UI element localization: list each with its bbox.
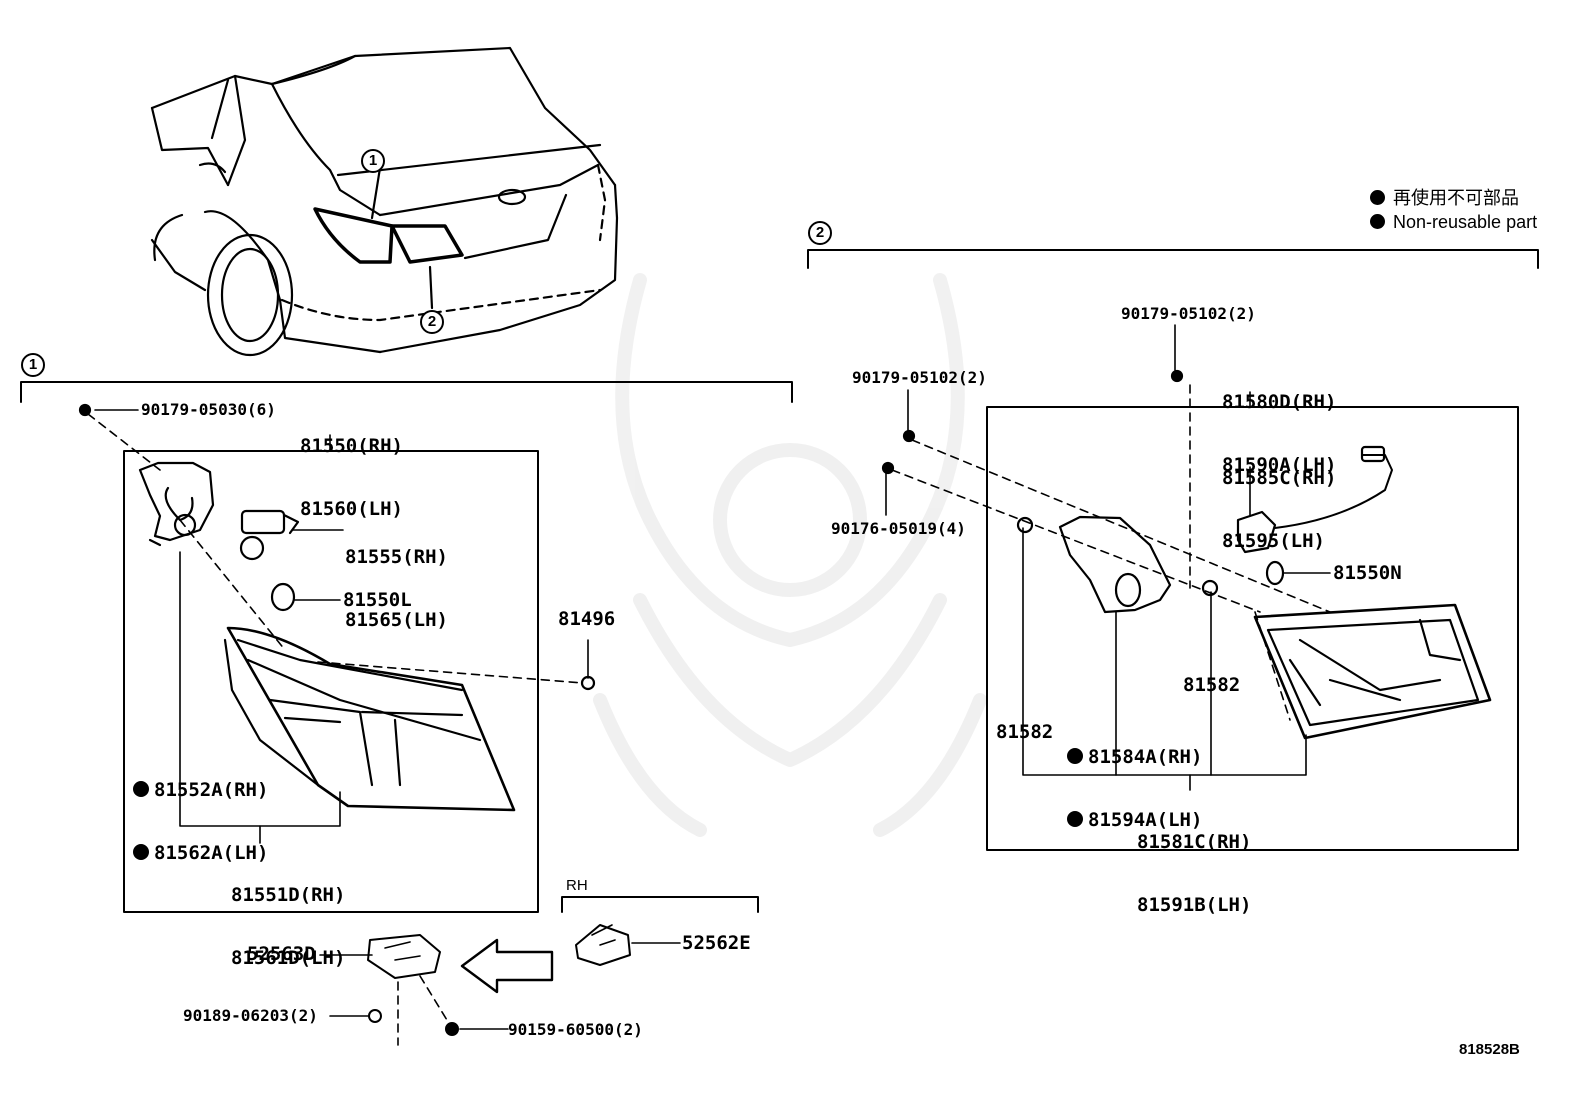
part-number: 81552A(RH) — [154, 779, 269, 801]
label-clip: 81496 — [558, 608, 616, 630]
non-reusable-dot-icon — [1370, 214, 1385, 229]
part-number: 81550(RH) — [300, 435, 403, 457]
car-sketch — [150, 46, 619, 357]
part-number: 81591B(LH) — [1137, 894, 1252, 916]
part-number: 81551D(RH) — [231, 884, 346, 906]
part-number: 81562A(LH) — [154, 842, 269, 864]
label-cushion-left: 81582 — [996, 721, 1054, 743]
section1-frame — [20, 381, 793, 913]
legend-en-row: Non-reusable part — [1370, 210, 1537, 234]
label-52563D: 52563D — [247, 943, 316, 965]
part-number-row: 81584A(RH) — [1067, 747, 1202, 768]
diagram-code: 818528B — [1459, 1041, 1520, 1058]
callout-1-car: 1 — [361, 149, 385, 173]
section1-leaders — [94, 409, 589, 844]
legend-en: Non-reusable part — [1393, 212, 1538, 232]
part-number: 81590A(LH) — [1222, 454, 1337, 476]
part-number-row: 81562A(LH) — [133, 843, 268, 864]
label-gasket-2: 81584A(RH) 81594A(LH) — [1067, 705, 1202, 852]
part-number: 81595(LH) — [1222, 530, 1325, 552]
label-rh: RH — [566, 877, 588, 894]
label-bulb-2: 81550N — [1333, 562, 1402, 584]
callout-2-car: 2 — [420, 310, 444, 334]
callout-1-section: 1 — [21, 353, 45, 377]
part-number: 81594A(LH) — [1088, 809, 1203, 831]
label-lens-2: 81581C(RH) 81591B(LH) — [1137, 790, 1251, 937]
legend: 再使用不可部品 Non-reusable part — [1370, 186, 1537, 234]
non-reusable-dot-icon — [1370, 190, 1385, 205]
part-number: 81580D(RH) — [1222, 391, 1337, 413]
label-90179-05030: 90179-05030(6) — [141, 400, 276, 419]
part-number-row: 81594A(LH) — [1067, 810, 1202, 831]
section2-parts — [881, 369, 1492, 740]
non-reusable-dot-icon — [133, 781, 149, 797]
part-number: 81555(RH) — [345, 546, 448, 568]
non-reusable-dot-icon — [1067, 811, 1083, 827]
watermark — [593, 273, 987, 837]
part-number: 81581C(RH) — [1137, 831, 1252, 853]
non-reusable-dot-icon — [133, 844, 149, 860]
section2-leaders — [885, 324, 1331, 791]
part-number-row: 81552A(RH) — [133, 780, 268, 801]
part-number: 81584A(RH) — [1088, 746, 1203, 768]
label-90159-60500: 90159-60500(2) — [508, 1020, 643, 1039]
section1-dashes — [87, 413, 584, 684]
legend-jp: 再使用不可部品 — [1393, 188, 1519, 208]
callout-2-section: 2 — [808, 221, 832, 245]
label-cushion-right: 81582 — [1183, 674, 1241, 696]
label-socket-1: 81555(RH) 81565(LH) — [345, 505, 448, 652]
label-lamp-assy-1: 81550(RH) 81560(LH) — [300, 394, 403, 541]
section2-frame — [807, 249, 1539, 851]
label-bulb-1: 81550L — [343, 589, 412, 611]
section1-parts — [78, 403, 596, 812]
part-number: 81560(LH) — [300, 498, 403, 520]
part-number: 81585C(RH) — [1222, 467, 1337, 489]
label-52562E: 52562E — [682, 932, 751, 954]
label-socket-2: 81585C(RH) 81595(LH) — [1222, 426, 1336, 573]
non-reusable-dot-icon — [1067, 748, 1083, 764]
label-90179-05102-top: 90179-05102(2) — [1121, 304, 1256, 323]
part-number: 81561D(LH) — [231, 947, 346, 969]
label-gasket-1: 81552A(RH) 81562A(LH) — [133, 738, 268, 885]
label-90179-05102-left: 90179-05102(2) — [852, 368, 987, 387]
label-90189-06203: 90189-06203(2) — [183, 1006, 318, 1025]
label-90176-05019: 90176-05019(4) — [831, 519, 966, 538]
label-lamp-assy-2: 81580D(RH) 81590A(LH) — [1222, 350, 1336, 497]
legend-jp-row: 再使用不可部品 — [1370, 186, 1537, 210]
label-lens-1: 81551D(RH) 81561D(LH) — [231, 843, 345, 990]
bracket-area — [319, 896, 759, 1046]
part-number: 81565(LH) — [345, 609, 448, 631]
